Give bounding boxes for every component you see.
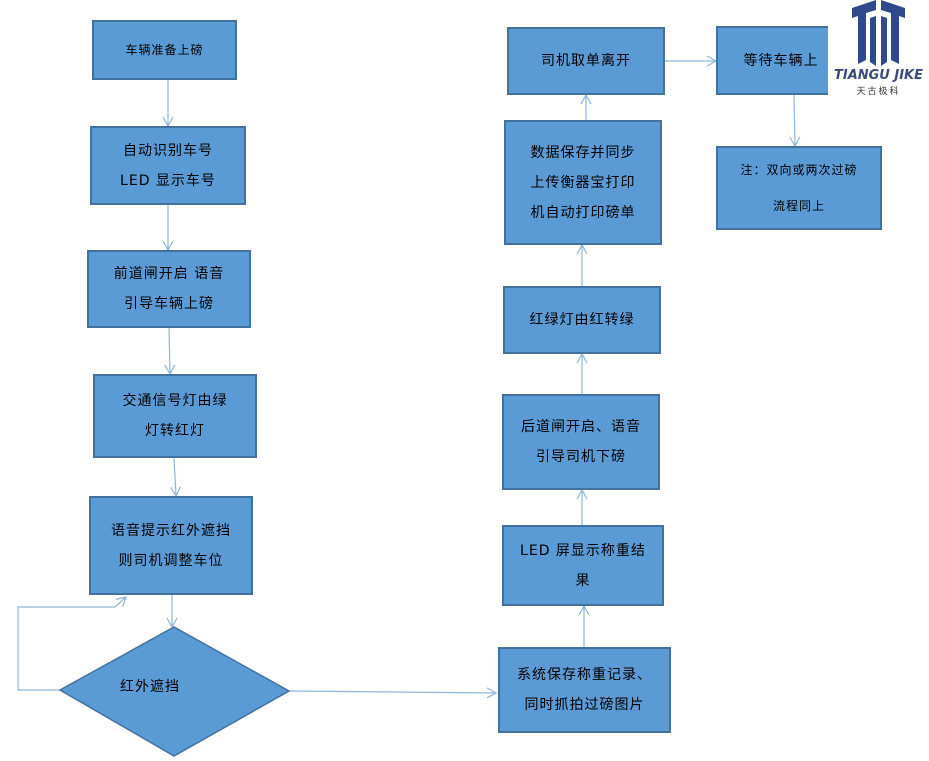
step-text: 系统保存称重记录、 xyxy=(517,667,652,683)
step-text: 前道闸开启 语音 xyxy=(113,266,225,282)
decision-diamond xyxy=(58,626,291,757)
step-front-gate-open: 前道闸开启 语音 引导车辆上磅 xyxy=(87,250,251,328)
step-text: 等待车辆上 xyxy=(743,52,819,69)
step-text: 引导车辆上磅 xyxy=(124,296,214,312)
note-text: 注：双向或两次过磅 xyxy=(740,163,858,177)
brand-name-en: TIANGU JIKE xyxy=(833,68,924,83)
step-text: 引导司机下磅 xyxy=(536,449,626,465)
step-light-red-to-green: 红绿灯由红转绿 xyxy=(503,286,661,354)
step-text: 数据保存并同步 xyxy=(530,144,636,161)
step-save-weighing-record: 系统保存称重记录、 同时抓拍过磅图片 xyxy=(498,647,671,733)
step-text: 自动识别车号 xyxy=(123,142,213,159)
step-text: 果 xyxy=(575,572,591,589)
step-text: 灯转红灯 xyxy=(145,423,205,439)
step-text: 红绿灯由红转绿 xyxy=(529,312,635,328)
step-traffic-light-red: 交通信号灯由绿 灯转红灯 xyxy=(93,374,257,458)
step-text: 上传衡器宝打印 xyxy=(530,174,636,191)
brand-name-cn: 天古极科 xyxy=(856,87,901,97)
note-text: 流程同上 xyxy=(772,199,825,213)
step-text: 交通信号灯由绿 xyxy=(122,393,228,409)
step-text: 语音提示红外遮挡 xyxy=(111,522,231,539)
note-box: 注：双向或两次过磅 流程同上 xyxy=(716,146,882,230)
step-data-save-print: 数据保存并同步 上传衡器宝打印 机自动打印磅单 xyxy=(504,120,662,245)
step-text: LED 屏显示称重结 xyxy=(520,542,646,559)
step-wait-next-vehicle: 等待车辆上 xyxy=(716,26,846,95)
step-text: LED 显示车号 xyxy=(120,172,216,189)
step-vehicle-ready: 车辆准备上磅 xyxy=(92,20,237,80)
step-driver-leave: 司机取单离开 xyxy=(507,27,665,95)
step-text: 后道闸开启、语音 xyxy=(521,419,641,435)
step-text: 机自动打印磅单 xyxy=(530,204,636,221)
arrow-n3-n4 xyxy=(164,327,176,376)
step-led-show-result: LED 屏显示称重结 果 xyxy=(502,525,664,606)
brand-logo: TIANGU JIKE 天古极科 xyxy=(828,0,929,97)
step-text: 车辆准备上磅 xyxy=(125,43,204,57)
arrow-decision-loop xyxy=(17,596,127,691)
arrow-n4-n5 xyxy=(170,457,182,498)
arrow-n12-n13 xyxy=(789,94,801,148)
step-auto-recognize: 自动识别车号 LED 显示车号 xyxy=(90,126,246,205)
decision-label: 红外遮挡 xyxy=(120,679,180,695)
step-rear-gate-open: 后道闸开启、语音 引导司机下磅 xyxy=(502,394,660,490)
step-voice-infrared-prompt: 语音提示红外遮挡 则司机调整车位 xyxy=(89,496,253,595)
tiangu-logo-icon xyxy=(852,0,905,66)
arrow-decision-n6 xyxy=(288,687,498,699)
step-text: 司机取单离开 xyxy=(541,53,631,69)
step-text: 则司机调整车位 xyxy=(118,552,224,569)
step-text: 同时抓拍过磅图片 xyxy=(524,697,645,713)
